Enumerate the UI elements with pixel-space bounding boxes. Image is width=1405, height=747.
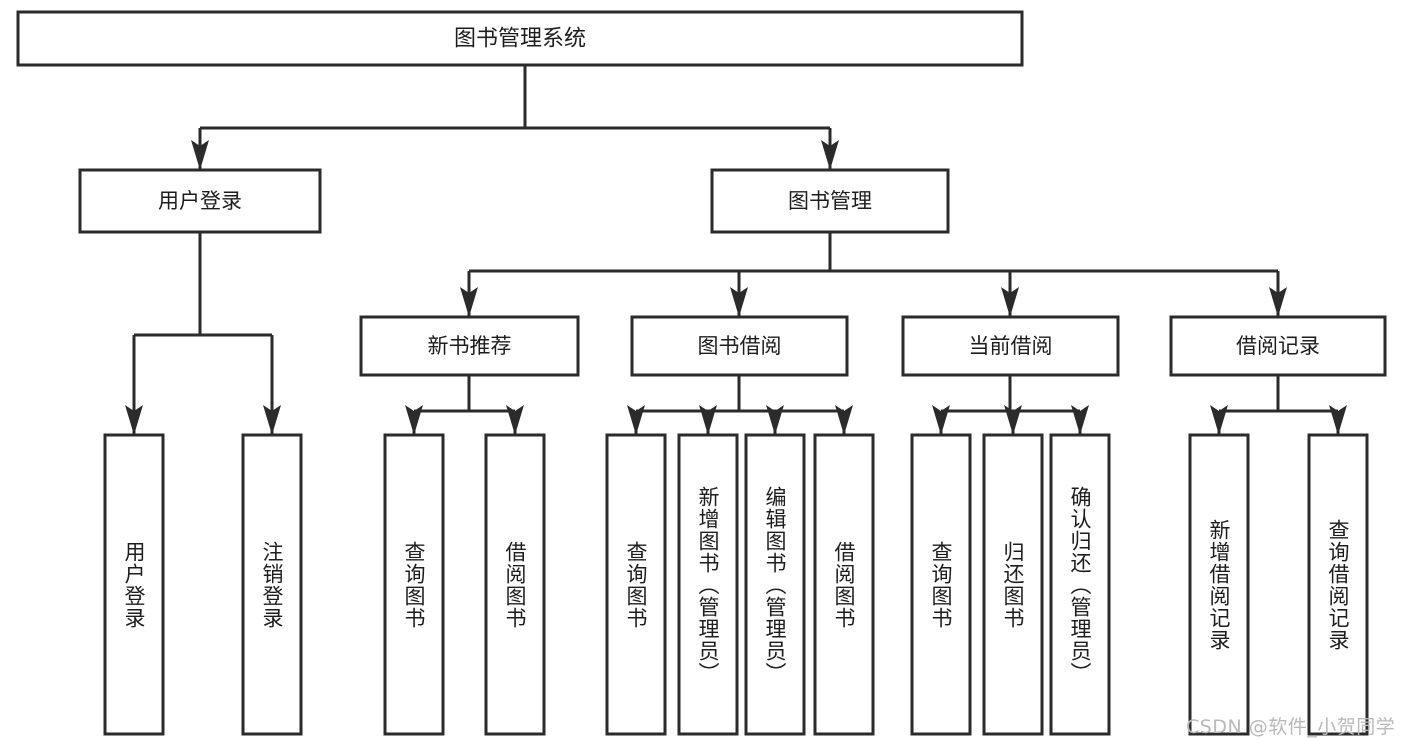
node-label-new-book-rec: 新书推荐 [428,334,512,358]
connector-layer [125,65,1347,435]
node-label-book-manage: 图书管理 [788,189,872,213]
node-box-root[interactable] [16,10,1024,67]
connector-level3-0-to-leaves-arrow-0 [405,405,423,435]
connector-level3-2-to-leaves-arrow-1 [1004,405,1022,435]
connector-level3-3-to-leaves-arrow-1 [1329,405,1347,435]
node-box-current-borrow[interactable] [901,315,1120,377]
node-box-leaf-query-record[interactable] [1307,433,1369,736]
node-label-current-borrow: 当前借阅 [969,334,1053,358]
node-box-leaf-logout[interactable] [241,433,303,736]
connector-level3-3-to-leaves-arrow-0 [1210,405,1228,435]
connector-bookmanage-to-level3-arrow-2 [1001,287,1019,317]
connector-level3-1-to-leaves-arrow-2 [766,405,784,435]
node-box-leaf-return-book[interactable] [982,433,1044,736]
connector-bookmanage-to-level3-arrow-1 [730,287,748,317]
connector-level3-0-to-leaves-arrow-1 [506,405,524,435]
box-layer [16,10,1387,736]
connector-level3-1-to-leaves-arrow-3 [835,405,853,435]
node-label-book-borrow: 图书借阅 [698,334,782,358]
connector-bookmanage-to-level3-arrow-3 [1269,287,1287,317]
connector-root-to-level2-arrow-0 [191,140,209,170]
connector-level3-2-to-leaves-arrow-2 [1071,405,1089,435]
connector-userlogin-to-leaves-arrow-0 [125,405,143,435]
csdn-watermark: CSDN @软件_小贺同学 [1186,716,1396,738]
node-box-leaf-borrow-book-1[interactable] [484,433,546,736]
node-label-borrow-record: 借阅记录 [1236,334,1320,358]
node-box-book-borrow[interactable] [630,315,849,377]
node-box-leaf-confirm-return[interactable] [1049,433,1111,736]
connector-bookmanage-to-level3-arrow-0 [460,287,478,317]
node-box-leaf-add-record[interactable] [1188,433,1250,736]
connector-level3-1-to-leaves-arrow-0 [627,405,645,435]
node-box-leaf-borrow-book-2[interactable] [813,433,875,736]
node-box-user-login[interactable] [78,168,322,234]
node-box-leaf-user-login[interactable] [103,433,165,736]
connector-userlogin-to-leaves-arrow-1 [263,405,281,435]
node-box-leaf-query-book-1[interactable] [383,433,445,736]
node-box-book-manage[interactable] [710,168,950,234]
node-box-leaf-query-book-2[interactable] [605,433,667,736]
node-box-borrow-record[interactable] [1169,315,1387,377]
node-box-leaf-edit-book[interactable] [744,433,806,736]
connector-root-to-level2-arrow-1 [821,140,839,170]
node-box-leaf-add-book[interactable] [677,433,739,736]
node-box-leaf-query-book-3[interactable] [910,433,972,736]
node-label-root: 图书管理系统 [454,27,586,52]
node-box-new-book-rec[interactable] [359,315,580,377]
connector-level3-1-to-leaves-arrow-1 [699,405,717,435]
node-label-user-login: 用户登录 [158,189,242,213]
connector-level3-2-to-leaves-arrow-0 [932,405,950,435]
